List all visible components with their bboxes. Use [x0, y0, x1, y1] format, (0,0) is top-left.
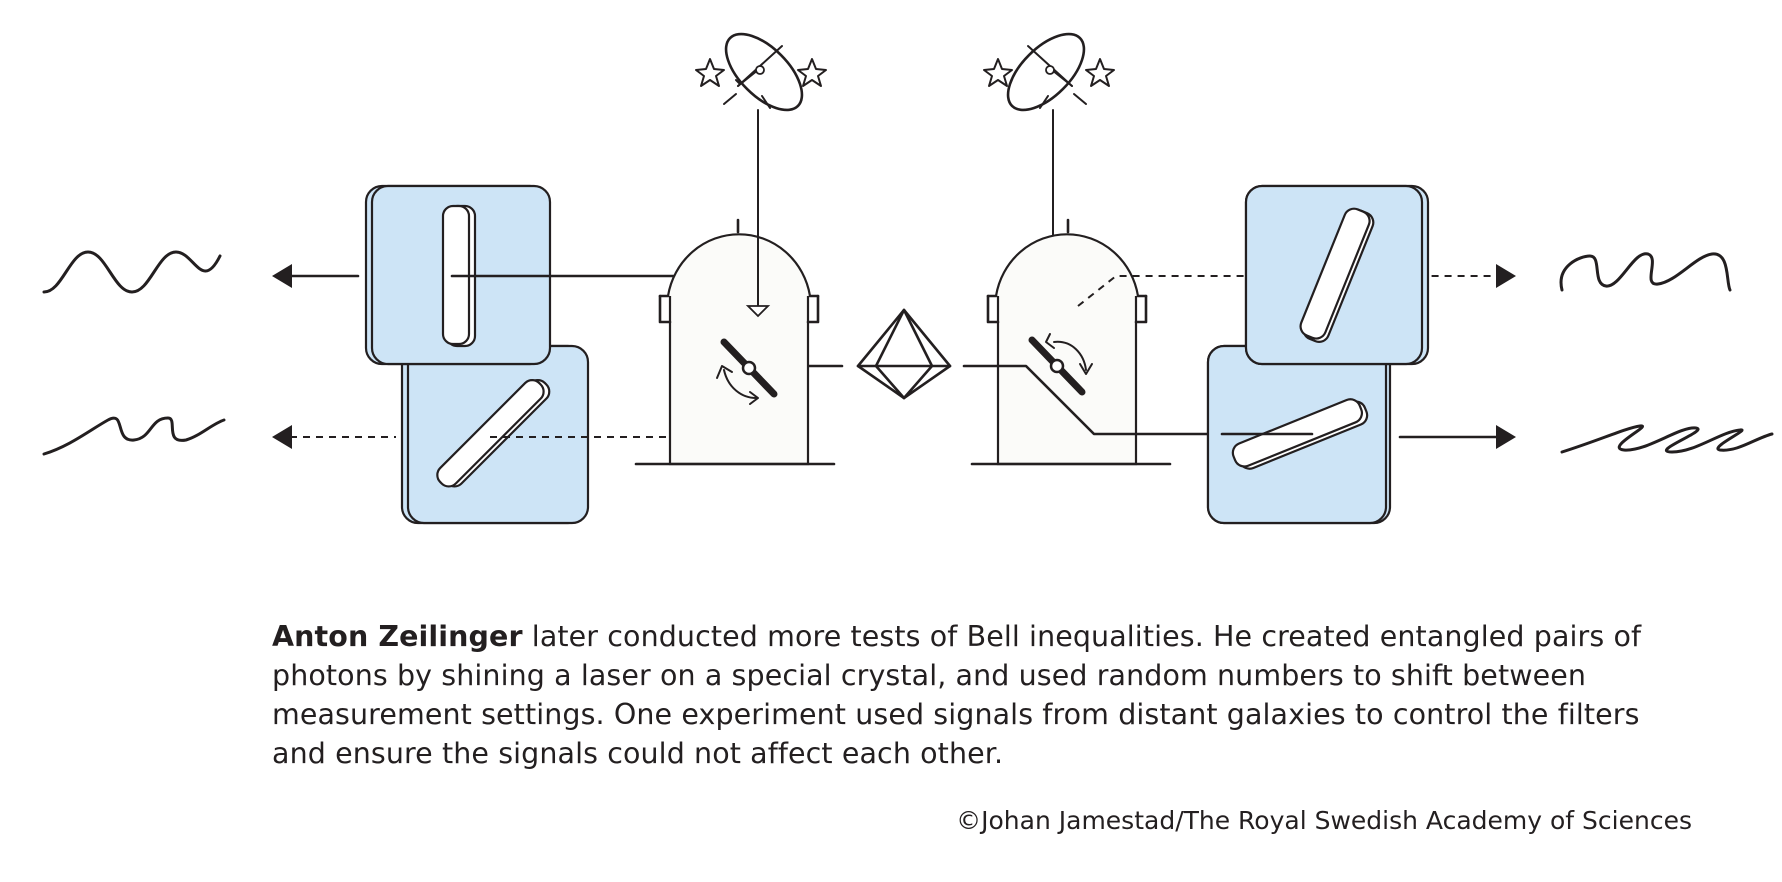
star-icon	[695, 58, 725, 87]
left-upper-arrow-icon	[272, 264, 360, 288]
left-lower-wave-icon	[42, 416, 226, 456]
left-lower-arrow-icon	[272, 425, 396, 449]
left-rotate-arrow-icon	[723, 369, 757, 399]
star-icon	[1085, 58, 1115, 87]
caption-body: later conducted more tests of Bell inequ…	[272, 619, 1642, 770]
left-measurement-station	[634, 218, 836, 466]
right-measurement-station	[970, 218, 1172, 466]
right-lower-arrow-icon	[1398, 425, 1516, 449]
entanglement-experiment-diagram	[42, 32, 1774, 525]
left-satellite-dish-icon	[723, 32, 804, 112]
left-upper-wave-icon	[42, 250, 222, 294]
left-lower-polarizer-icon	[436, 379, 551, 488]
right-satellite-dish-icon	[1006, 32, 1087, 112]
right-upper-arrow-icon	[1496, 264, 1516, 288]
left-lower-filter-box	[400, 344, 590, 525]
right-rotate-arrow-icon	[1053, 340, 1087, 371]
image-credit: ©Johan Jamestad/The Royal Swedish Academ…	[956, 806, 1692, 835]
right-upper-filter-box	[1244, 184, 1430, 366]
star-icon	[983, 58, 1013, 87]
crystal-icon	[856, 308, 952, 400]
caption-text: Anton Zeilinger later conducted more tes…	[272, 617, 1652, 773]
caption-name: Anton Zeilinger	[272, 619, 523, 653]
right-upper-polarizer-icon	[1299, 207, 1375, 343]
right-lower-wave-icon	[1560, 424, 1774, 454]
star-icon	[797, 58, 827, 87]
right-upper-wave-icon	[1559, 252, 1732, 292]
